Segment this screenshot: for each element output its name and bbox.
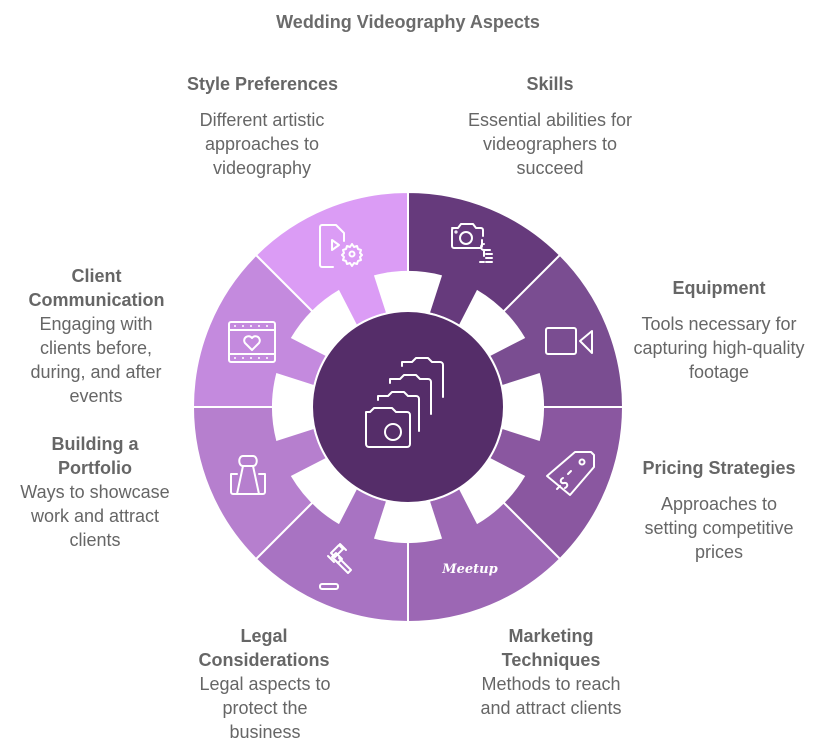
segment-title: Marketing Techniques: [501, 626, 601, 670]
ring-notch: [499, 372, 544, 442]
label-marketing-techniques: Marketing Techniques Methods to reach an…: [466, 624, 636, 720]
gavel-icon: [319, 543, 352, 590]
segment-title: Client Communication: [28, 266, 165, 310]
price-tag-icon: [546, 451, 595, 496]
segment-description: Approaches to setting competitive prices: [644, 494, 794, 562]
film-heart-icon: [228, 321, 276, 363]
diagram-title: Wedding Videography Aspects: [276, 12, 540, 32]
label-client-communication: Client Communication Engaging with clien…: [14, 264, 179, 408]
label-skills: Skills Essential abilities for videograp…: [460, 72, 640, 180]
segment-description: Essential abilities for videographers to…: [467, 110, 633, 178]
label-pricing-strategies: Pricing Strategies Approaches to setting…: [628, 456, 810, 564]
segment-description: Tools necessary for capturing high-quali…: [633, 314, 805, 382]
video-file-settings-icon: [319, 224, 363, 268]
segment-description: Different artistic approaches to videogr…: [199, 110, 325, 178]
ring-notch: [373, 271, 443, 316]
segment-description: Methods to reach and attract clients: [480, 674, 622, 718]
ring-notch: [373, 498, 443, 543]
segment-title: Equipment: [672, 278, 766, 298]
segment-description: Engaging with clients before, during, an…: [30, 314, 162, 406]
label-equipment: Equipment Tools necessary for capturing …: [628, 276, 810, 384]
segment-title: Skills: [526, 74, 574, 94]
segment-title: Style Preferences: [186, 74, 339, 94]
camera-settings-icon: [451, 223, 493, 263]
ring-notch: [272, 372, 317, 442]
segment-title: Pricing Strategies: [642, 458, 796, 478]
label-style-preferences: Style Preferences Different artistic app…: [170, 72, 355, 180]
segment-title: Building a Portfolio: [51, 434, 139, 478]
binder-clip-icon: [230, 455, 266, 495]
camera-stack-icon: [365, 357, 444, 448]
segment-title: Legal Considerations: [198, 626, 330, 670]
segment-description: Ways to showcase work and attract client…: [20, 482, 170, 550]
label-building-portfolio: Building a Portfolio Ways to showcase wo…: [10, 432, 180, 552]
center-hub: [311, 310, 505, 504]
video-camera-icon: [545, 327, 593, 355]
meetup-logo-icon: Meetup: [441, 562, 497, 577]
segment-description: Legal aspects to protect the business: [199, 674, 331, 742]
segments-layer: [191, 190, 625, 624]
label-legal-considerations: Legal Considerations Legal aspects to pr…: [182, 624, 347, 744]
